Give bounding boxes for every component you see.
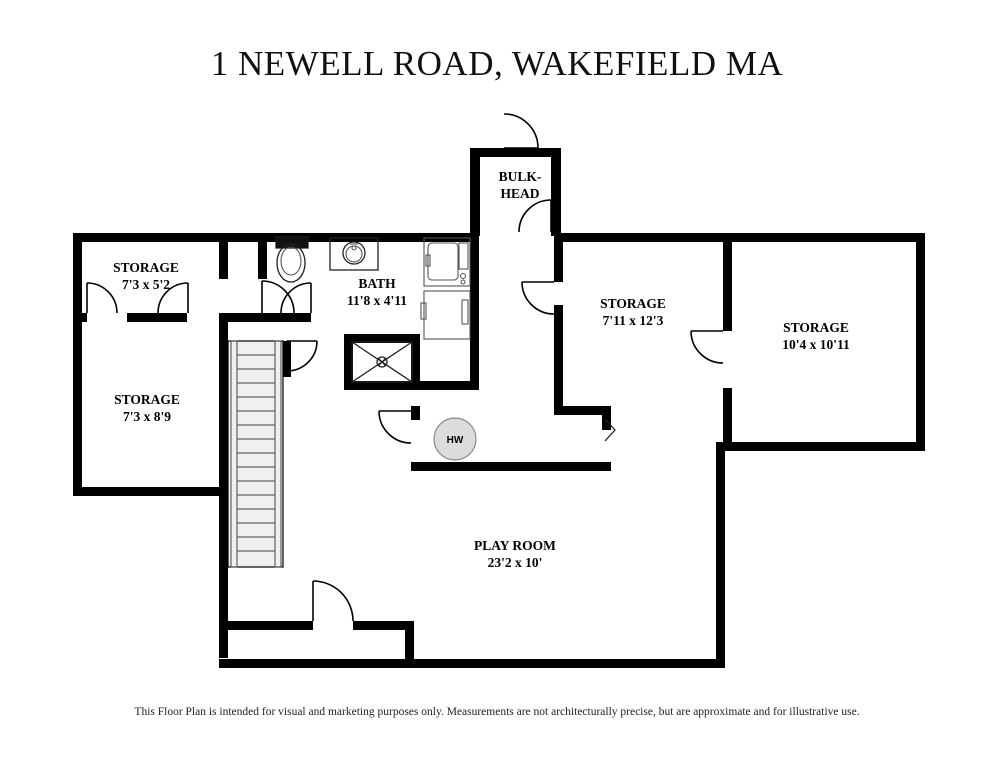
sink-icon [329, 237, 379, 271]
room-dimensions: 10'4 x 10'11 [782, 337, 850, 352]
room-name: BULK- [499, 169, 542, 184]
chevron-marker-icon [604, 418, 616, 442]
wall-cr-storage-bottom-jog [602, 406, 611, 430]
wall-lower-left-storage-bottom [73, 487, 220, 496]
shower-icon [351, 341, 413, 383]
wall-divider-right-lower [723, 388, 732, 451]
door-playroom-south [312, 580, 354, 622]
door-playroom-west [378, 410, 412, 444]
room-name: STORAGE [600, 296, 666, 311]
wall-far-right-bottom [723, 442, 925, 451]
wall-left-partition-c [223, 313, 253, 322]
dryer-icon [420, 290, 471, 340]
wall-shower-left [344, 334, 353, 390]
room-name: PLAY ROOM [474, 538, 556, 553]
wall-shower-right [411, 334, 420, 390]
wall-cr-storage-bottom-step [554, 406, 611, 415]
door-bulkhead-north [503, 113, 539, 149]
fixtures-group: HW [227, 236, 616, 568]
wall-hw-closet-right-stub [602, 462, 611, 471]
wall-playroom-bottom-exterior [405, 659, 725, 668]
wall-far-right-exterior [916, 233, 925, 451]
wall-bath-east [470, 236, 479, 390]
room-label-bath: BATH 11'8 x 4'11 [347, 276, 407, 308]
toilet-icon [275, 236, 309, 283]
wall-bath-south [411, 381, 479, 390]
wall-bulkhead-right [551, 148, 561, 236]
room-label-storage-upper-left: STORAGE 7'3 x 5'2 [113, 260, 179, 292]
wall-stair-right-upper [282, 341, 291, 377]
hw-label: HW [447, 435, 464, 446]
door-bath-south [280, 282, 312, 314]
room-label-storage-center-right: STORAGE 7'11 x 12'3 [600, 296, 666, 328]
room-dimensions: 7'11 x 12'3 [603, 313, 664, 328]
door-storage-fr-west [690, 330, 724, 364]
wall-top-right [554, 233, 925, 242]
wall-hw-closet-left-stub [411, 406, 420, 420]
room-name: STORAGE [113, 260, 179, 275]
door-storage-cr-west [521, 281, 555, 315]
room-label-bulkhead: BULK- HEAD [499, 169, 542, 201]
wall-shower-top [344, 334, 420, 343]
wall-bulkhead-top [470, 148, 561, 157]
room-name: STORAGE [783, 320, 849, 335]
door-storage-ul-left [86, 282, 118, 314]
room-name-line2: HEAD [500, 186, 539, 201]
disclaimer-text: This Floor Plan is intended for visual a… [134, 706, 860, 718]
hot-water-heater-icon: HW [433, 417, 477, 461]
room-dimensions: 7'3 x 8'9 [123, 409, 171, 424]
wall-playroom-bottom-exterior-left [219, 659, 414, 668]
walls-group [73, 148, 925, 668]
room-label-storage-lower-left: STORAGE 7'3 x 8'9 [114, 392, 180, 424]
room-dimensions: 23'2 x 10' [488, 555, 543, 570]
wall-corridor-top [253, 313, 311, 322]
door-bath-west [261, 280, 295, 314]
wall-hw-closet-bottom [411, 462, 611, 471]
stair-treads [237, 354, 275, 552]
room-dimensions: 7'3 x 5'2 [122, 277, 170, 292]
wall-bath-west-upper [258, 233, 267, 279]
room-dimensions: 11'8 x 4'11 [347, 293, 407, 308]
door-bulkhead-south [518, 199, 552, 233]
wall-cr-storage-west-upper [554, 236, 563, 282]
door-stair-landing [286, 340, 318, 372]
washer-icon [423, 237, 471, 287]
wall-playroom-jog-vertical [405, 621, 414, 668]
room-label-play-room: PLAY ROOM 23'2 x 10' [474, 538, 556, 570]
wall-top-left [73, 233, 477, 242]
wall-left-exterior-lower [73, 318, 82, 495]
wall-upper-left-partition-v [219, 233, 228, 279]
wall-cr-storage-west-lower [554, 305, 563, 415]
wall-shower-bottom [344, 381, 420, 390]
room-name: STORAGE [114, 392, 180, 407]
staircase-icon [227, 340, 284, 568]
page-title: 1 NEWELL ROAD, WAKEFIELD MA [210, 44, 784, 83]
wall-left-partition-a [73, 313, 87, 322]
wall-playroom-right-exterior [716, 442, 725, 668]
wall-divider-right-upper [723, 233, 732, 331]
room-name: BATH [358, 276, 396, 291]
wall-left-exterior-upper [73, 233, 82, 318]
door-storage-ul-right [157, 282, 189, 314]
wall-playroom-bottom-jog-right [353, 621, 414, 630]
doors-group [86, 113, 724, 622]
room-labels-group: STORAGE 7'3 x 5'2 STORAGE 7'3 x 8'9 BATH… [113, 169, 850, 570]
room-label-storage-far-right: STORAGE 10'4 x 10'11 [782, 320, 850, 352]
wall-stair-left [219, 313, 228, 658]
wall-bulkhead-left [470, 148, 480, 236]
wall-playroom-bottom-jog-left [219, 621, 313, 630]
wall-left-partition-b [127, 313, 187, 322]
